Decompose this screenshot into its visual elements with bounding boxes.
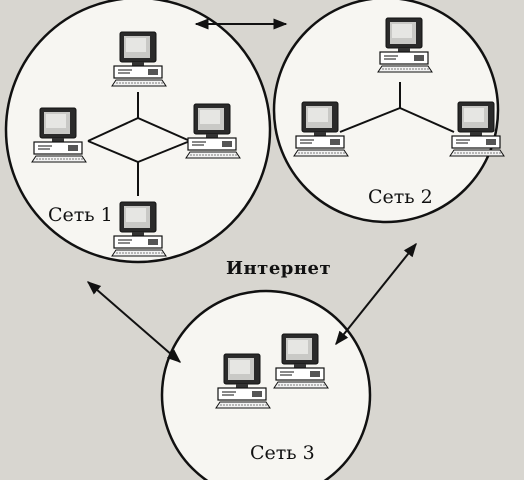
link-network1-network3 <box>86 281 182 363</box>
network-2-circle <box>272 0 500 224</box>
network-1-links <box>87 92 191 196</box>
network-1-label: Сеть 1 <box>48 204 113 226</box>
link-network2-network3 <box>335 242 417 346</box>
network-2-label: Сеть 2 <box>368 186 433 208</box>
network-3-label: Сеть 3 <box>250 442 315 464</box>
internet-label: Интернет <box>226 258 332 279</box>
network-2-links <box>339 82 455 133</box>
internet-connections <box>86 18 417 363</box>
network-1-circle <box>4 0 272 264</box>
